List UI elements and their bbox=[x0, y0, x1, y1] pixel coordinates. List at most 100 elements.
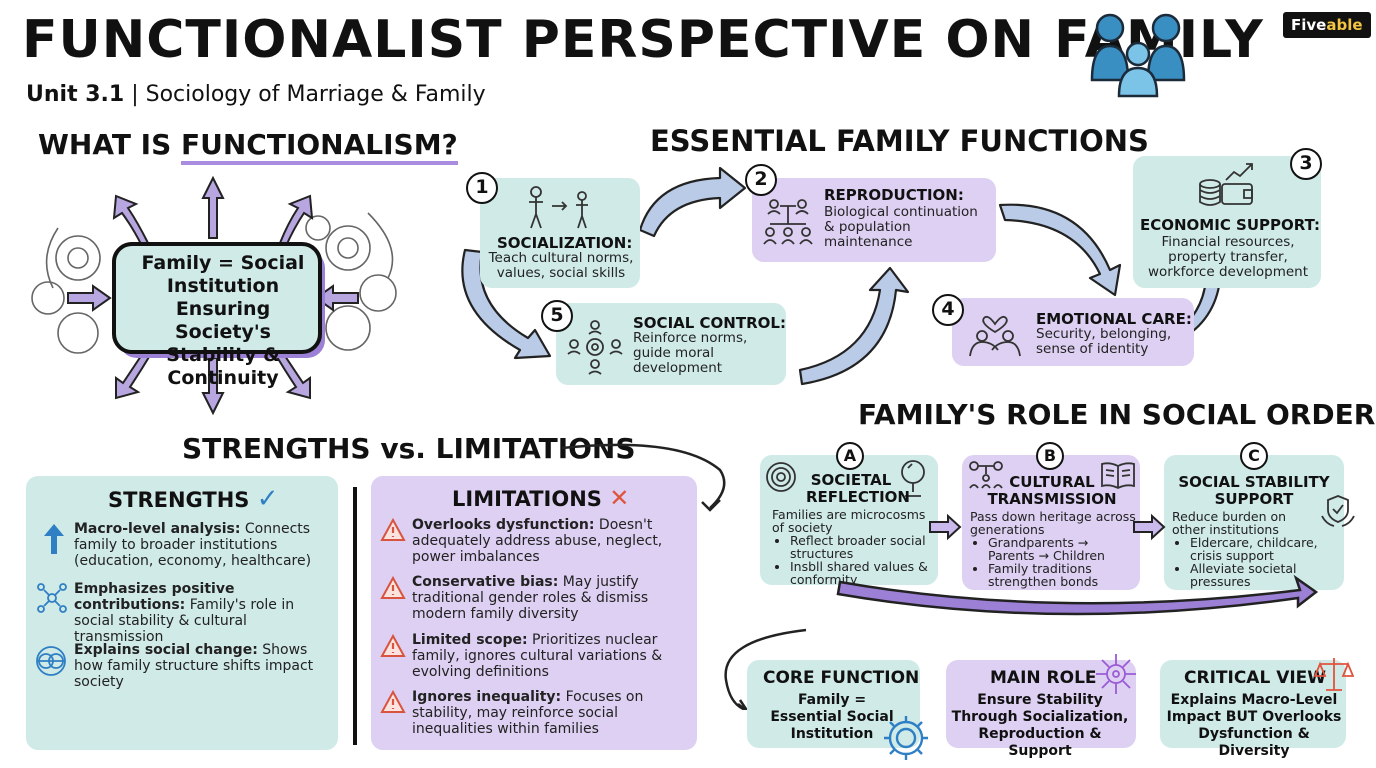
function-text-emotional: Security, belonging, sense of identity bbox=[1036, 326, 1172, 357]
order-intro-societal-reflection: Families are microcosms of society bbox=[772, 507, 926, 535]
function-title-emotional: EMOTIONAL CARE: bbox=[1036, 310, 1192, 328]
strength-item-2-text: Family's role in social stability & cult… bbox=[74, 597, 295, 645]
function-title-economic: ECONOMIC SUPPORT: bbox=[1140, 216, 1321, 234]
strength-item-1-label: Macro-level analysis: bbox=[74, 521, 241, 537]
strength-item-1: Macro-level analysis: Connects family to… bbox=[74, 521, 330, 569]
limitation-item-1-text: Doesn't adequately address abuse, neglec… bbox=[412, 517, 663, 565]
function-number-3: 3 bbox=[1290, 148, 1322, 180]
shield-hands-icon bbox=[1321, 495, 1355, 527]
list-item: Family traditions strengthen bonds bbox=[988, 562, 1136, 588]
limitations-title-text: LIMITATIONS bbox=[452, 487, 602, 511]
order-heading: FAMILY'S ROLE IN SOCIAL ORDER bbox=[858, 398, 1376, 431]
up-arrow-icon bbox=[44, 524, 64, 554]
limitation-item-4: Ignores inequality: Focuses on stability… bbox=[412, 689, 690, 737]
function-title-reproduction: REPRODUCTION: bbox=[824, 186, 964, 204]
functions-heading: ESSENTIAL FAMILY FUNCTIONS bbox=[650, 124, 1149, 158]
what-is-heading: WHAT IS FUNCTIONALISM? bbox=[38, 128, 458, 165]
strength-item-3: Explains social change: Shows how family… bbox=[74, 642, 326, 690]
page-subtitle: Unit 3.1 | Sociology of Marriage & Famil… bbox=[26, 82, 486, 107]
sl-divider bbox=[353, 487, 357, 745]
order-card-cultural-transmission bbox=[962, 455, 1140, 590]
summary-title-critical-view: CRITICAL VIEW bbox=[1184, 668, 1327, 688]
network-nodes-icon bbox=[37, 583, 67, 613]
checkmark-icon: ✓ bbox=[256, 484, 279, 514]
balance-scale-icon bbox=[1314, 658, 1354, 691]
order-card-social-stability bbox=[1164, 455, 1344, 590]
unit-label: Unit 3.1 bbox=[26, 82, 125, 107]
functionalism-diagram bbox=[31, 175, 397, 416]
list-item: Grandparents → Parents → Children bbox=[988, 536, 1136, 562]
open-book-icon bbox=[1101, 462, 1135, 490]
brand-logo-part-a: Five bbox=[1291, 16, 1327, 34]
child-to-adult-icon bbox=[529, 186, 588, 229]
limitation-item-4-text: Focuses on stability, may reinforce soci… bbox=[412, 689, 644, 737]
order-letter-c: C bbox=[1240, 442, 1268, 470]
order-intro-social-stability: Reduce burden on other institutions bbox=[1172, 509, 1287, 537]
order-letter-b: B bbox=[1036, 442, 1064, 470]
mirror-icon bbox=[901, 460, 925, 497]
family-group-icon bbox=[1090, 13, 1186, 98]
function-title-social-control: SOCIAL CONTROL: bbox=[633, 314, 786, 332]
limitations-card bbox=[371, 476, 697, 750]
order-text-cultural-transmission: Pass down heritage across generations Gr… bbox=[970, 510, 1136, 588]
function-number-5: 5 bbox=[541, 300, 573, 332]
page-title: FUNCTIONALIST PERSPECTIVE ON FAMILY bbox=[22, 10, 1264, 70]
functionalism-center-text: Family = Social Institution Ensuring Soc… bbox=[141, 252, 305, 389]
hug-heart-icon bbox=[969, 315, 1021, 357]
strengths-title: STRENGTHS ✓ bbox=[108, 484, 279, 514]
order-text-social-stability: Reduce burden on other institutions Elde… bbox=[1172, 510, 1322, 588]
generations-tree-icon bbox=[763, 199, 813, 245]
warning-icon bbox=[380, 576, 406, 599]
strengths-title-text: STRENGTHS bbox=[108, 488, 250, 512]
strength-item-3-label: Explains social change: bbox=[74, 642, 258, 658]
list-item: Reflect broader social structures bbox=[790, 534, 934, 560]
money-growth-icon bbox=[1199, 163, 1253, 206]
sl-heading: STRENGTHS vs. LIMITATIONS bbox=[182, 432, 636, 465]
overlapping-circles-icon bbox=[36, 646, 66, 676]
cross-icon: ✕ bbox=[609, 484, 630, 512]
order-bullets-social-stability: Eldercare, childcare, crisis support All… bbox=[1172, 536, 1322, 588]
order-bullets-societal-reflection: Reflect broader social structures Insbll… bbox=[772, 534, 934, 586]
strength-item-2: Emphasizes positive contributions: Famil… bbox=[74, 581, 334, 645]
limitation-item-3: Limited scope: Prioritizes nuclear famil… bbox=[412, 632, 694, 680]
order-title-societal-reflection: SOCIETAL REFLECTION bbox=[806, 471, 910, 506]
warning-icon bbox=[380, 518, 406, 541]
functionalism-word: FUNCTIONALISM? bbox=[181, 128, 458, 165]
strength-item-3-text: Shows how family structure shifts impact… bbox=[74, 642, 314, 690]
warning-icon bbox=[380, 690, 406, 713]
strength-item-2-label: Emphasizes positive contributions: bbox=[74, 581, 235, 613]
limitation-item-2-text: May justify traditional gender roles & d… bbox=[412, 574, 649, 622]
summary-text-critical-view: Explains Macro-Level Impact BUT Overlook… bbox=[1166, 692, 1342, 759]
gear-people-icon bbox=[884, 716, 928, 760]
summary-text-core-function: Family = Essential Social Institution bbox=[770, 692, 894, 742]
limitation-item-2: Conservative bias: May justify tradition… bbox=[412, 574, 690, 622]
family-tree-icon bbox=[969, 461, 1003, 489]
network-gear-icon bbox=[567, 320, 623, 375]
function-card-reproduction bbox=[752, 178, 996, 262]
virus-network-icon bbox=[1096, 654, 1136, 694]
limitation-item-2-label: Conservative bias: bbox=[412, 574, 559, 590]
order-flow-arrows bbox=[724, 513, 1319, 710]
list-item: Eldercare, childcare, crisis support bbox=[1190, 536, 1322, 562]
order-intro-cultural-transmission: Pass down heritage across generations bbox=[970, 509, 1136, 537]
order-title-cultural-transmission: CULTURAL TRANSMISSION bbox=[987, 473, 1117, 508]
function-number-4: 4 bbox=[932, 294, 964, 326]
summary-title-core-function: CORE FUNCTION bbox=[763, 668, 920, 688]
limitation-item-3-text: Prioritizes nuclear family, ignores cult… bbox=[412, 632, 663, 680]
function-text-socialization: Teach cultural norms, values, social ski… bbox=[488, 250, 634, 281]
warning-icon bbox=[380, 634, 406, 657]
limitations-title: LIMITATIONS ✕ bbox=[452, 484, 629, 512]
function-number-1: 1 bbox=[466, 172, 498, 204]
function-text-economic: Financial resources, property transfer, … bbox=[1147, 234, 1308, 280]
function-card-socialization bbox=[480, 178, 640, 288]
order-text-societal-reflection: Families are microcosms of society Refle… bbox=[772, 508, 934, 586]
limitation-item-1-label: Overlooks dysfunction: bbox=[412, 517, 595, 533]
course-label: | Sociology of Marriage & Family bbox=[131, 82, 486, 107]
order-title-social-stability: SOCIAL STABILITY SUPPORT bbox=[1178, 473, 1330, 508]
sl-curve-arrow bbox=[561, 443, 726, 512]
brand-logo-part-b: able bbox=[1326, 16, 1363, 34]
functions-flow-arrows bbox=[461, 166, 1222, 386]
what-is-heading-prefix: WHAT IS bbox=[38, 128, 181, 161]
brand-logo: Fiveable bbox=[1283, 12, 1371, 38]
strength-item-1-text: Connects family to broader institutions … bbox=[74, 521, 312, 569]
